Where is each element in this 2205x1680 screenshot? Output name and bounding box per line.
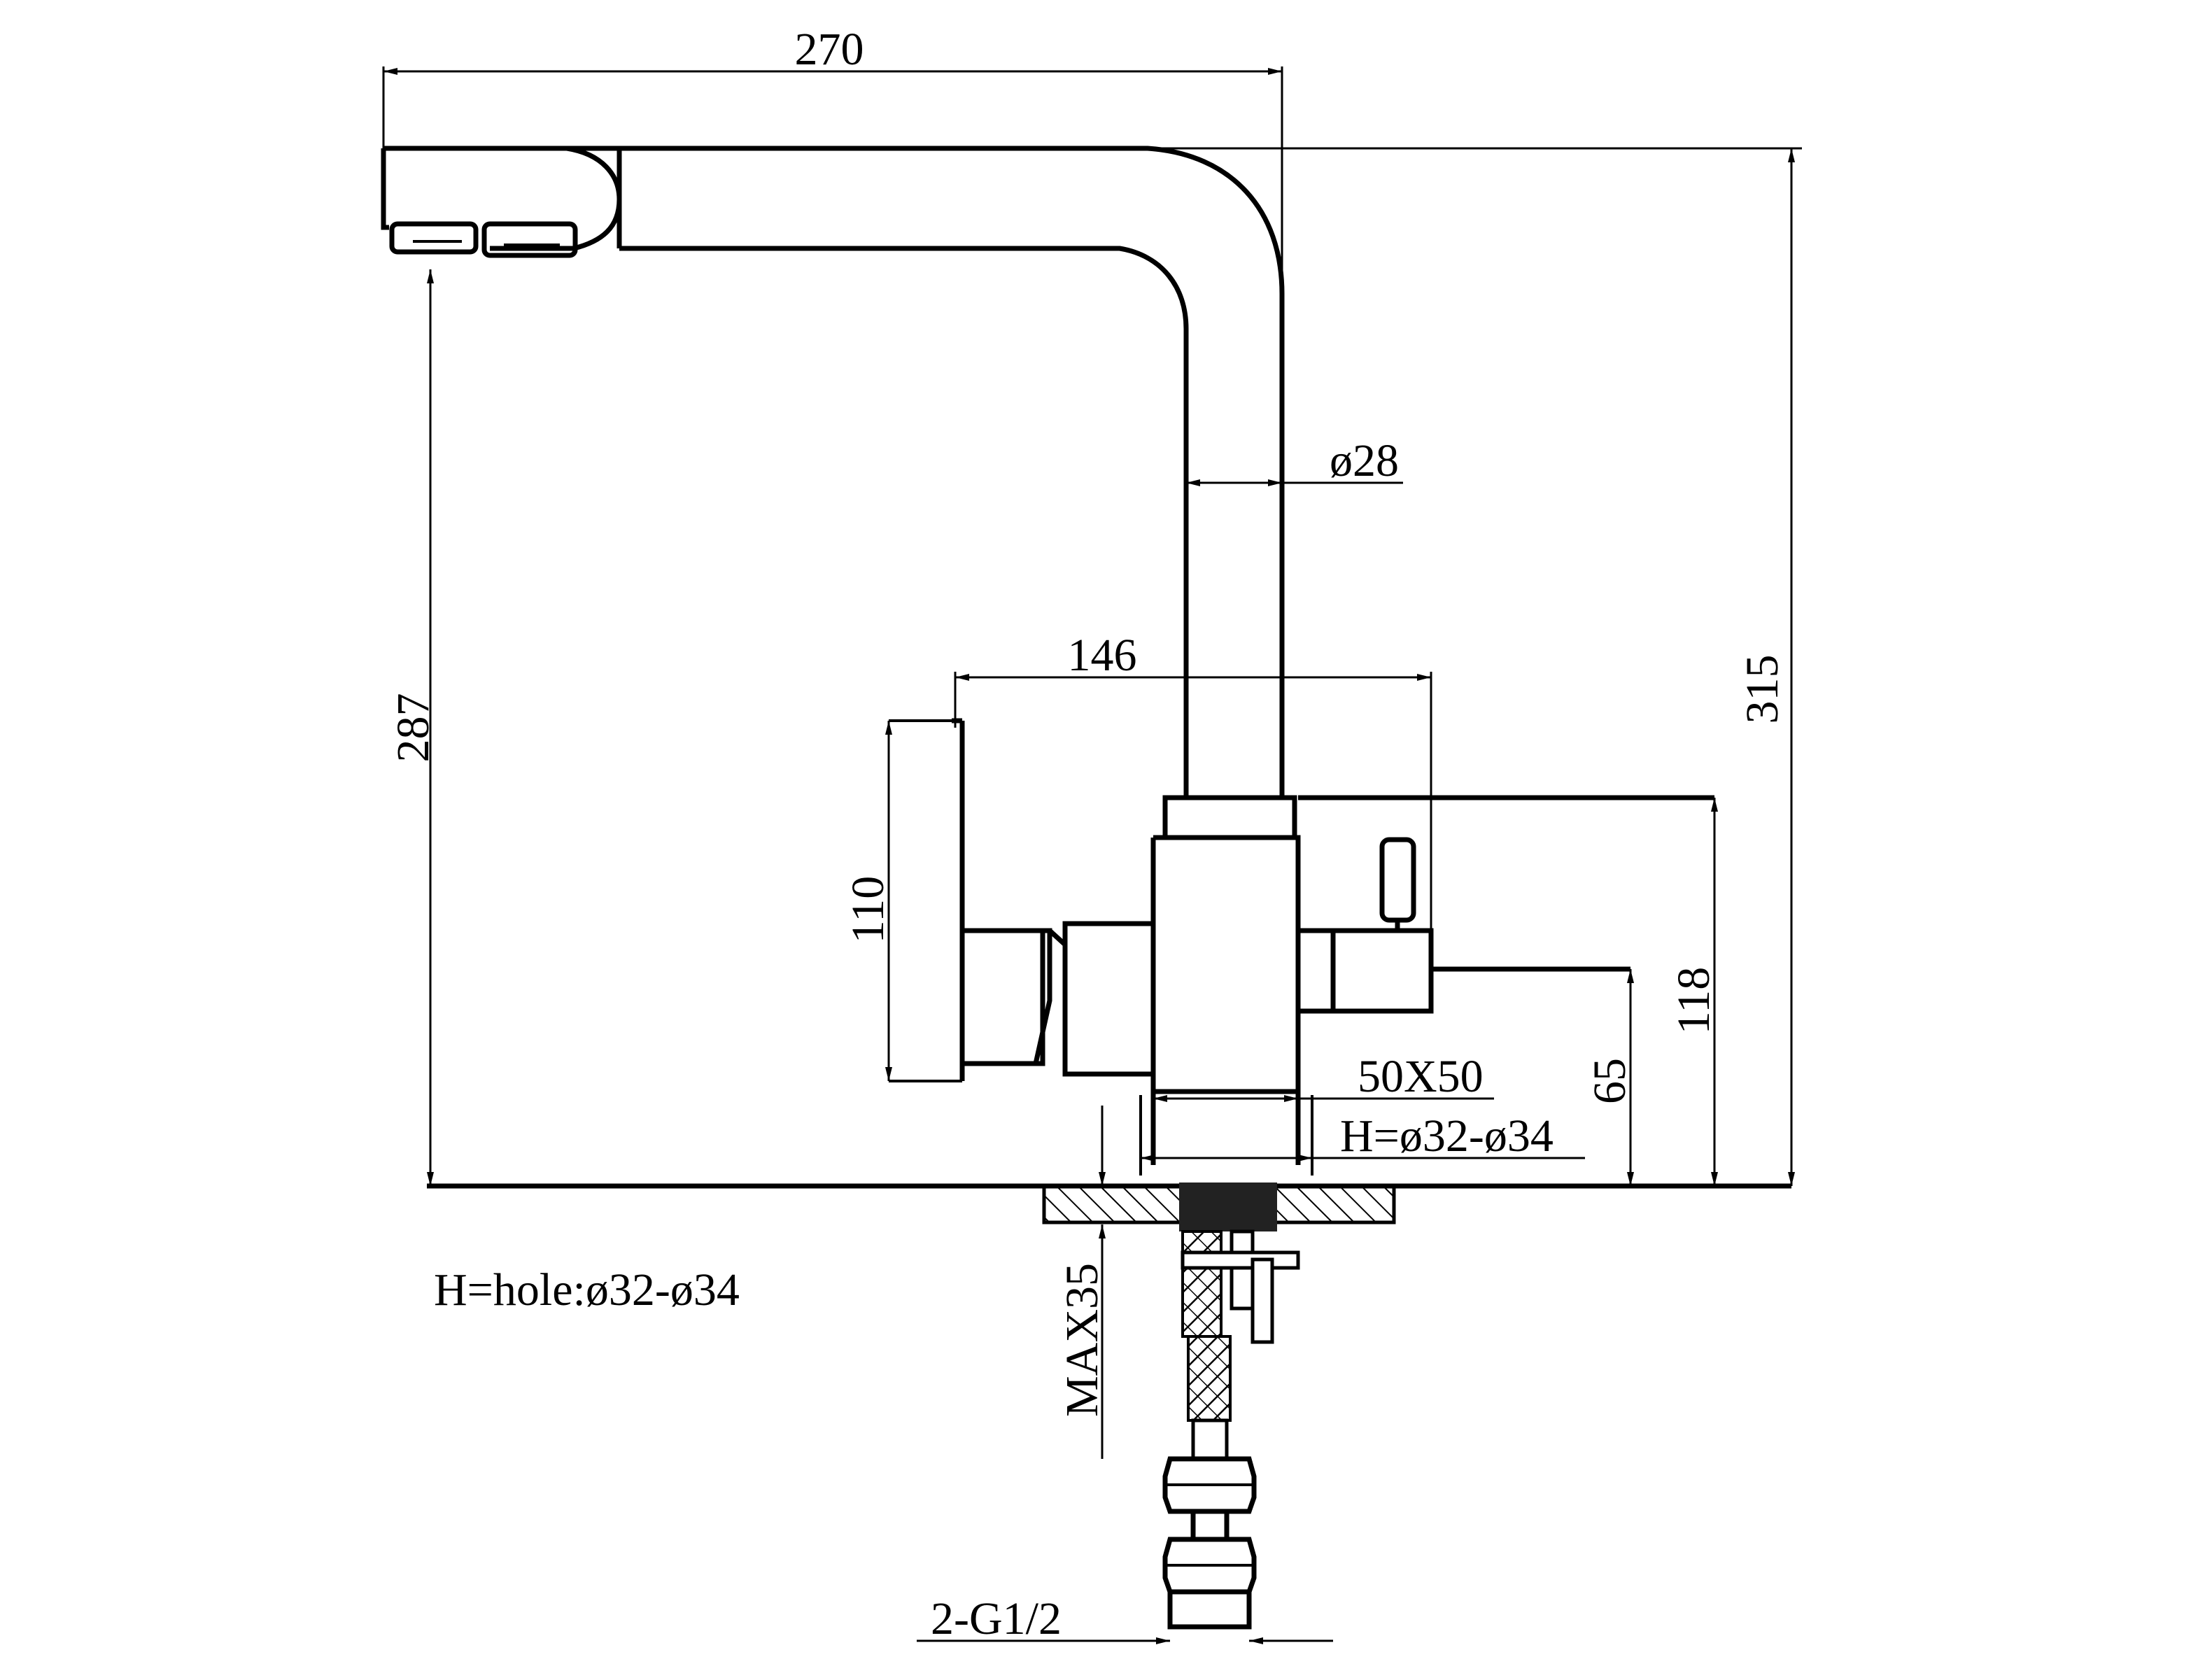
label-overall-height: 315 <box>1737 655 1788 724</box>
hose-braid <box>1187 1335 1232 1422</box>
label-side-outlet-height: 65 <box>1584 1058 1635 1104</box>
label-hole-size: H=ø32-ø34 <box>1340 1110 1554 1162</box>
mount-stud <box>1251 1257 1274 1344</box>
dimension-lines <box>382 66 1802 1644</box>
label-max-thickness: MAX35 <box>1057 1263 1108 1417</box>
faucet-outline <box>381 146 1791 1630</box>
label-connection: 2-G1/2 <box>931 1593 1062 1644</box>
outlet-nozzle-2 <box>481 221 578 258</box>
label-hole-note: H=hole:ø32-ø34 <box>434 1264 740 1315</box>
outlet-nozzle-1 <box>389 221 479 255</box>
hose-coupling <box>1190 1509 1230 1542</box>
label-handle-span: 146 <box>1068 630 1137 681</box>
label-spout-height: 287 <box>388 693 439 763</box>
label-handle-height: 110 <box>843 876 894 944</box>
faucet-body <box>1062 835 1301 1094</box>
label-body-diameter: ø28 <box>1330 435 1399 486</box>
body-collar <box>1162 795 1297 840</box>
label-base-size: 50X50 <box>1358 1051 1484 1102</box>
spout-bottom-curve <box>619 246 1189 798</box>
hose-connector <box>1167 1589 1252 1630</box>
hose-ferrule <box>1191 1418 1229 1461</box>
base-neck <box>1150 1092 1301 1165</box>
left-handle <box>952 718 1067 1081</box>
label-overall-reach: 270 <box>795 24 864 75</box>
hose-upper-b <box>1230 1229 1255 1311</box>
mount-shank <box>1179 1183 1277 1231</box>
hose-upper-a <box>1181 1230 1223 1338</box>
right-lever-knob <box>1379 837 1416 923</box>
spout-head <box>381 146 622 251</box>
spout-top-curve <box>567 146 1285 798</box>
mount-nut <box>1181 1250 1300 1270</box>
right-handle <box>1298 928 1434 1014</box>
label-body-height: 118 <box>1668 967 1719 1035</box>
dimension-labels: 270 315 287 ø28 146 110 118 65 50X50 H=ø… <box>388 24 1788 1644</box>
